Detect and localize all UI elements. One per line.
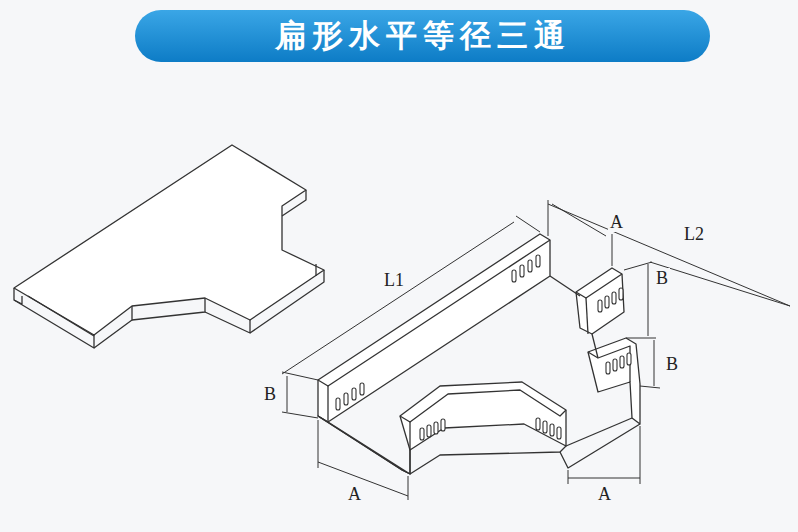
title-banner bbox=[135, 10, 710, 62]
slot-hole bbox=[612, 292, 616, 304]
dimension-label: A bbox=[596, 484, 613, 504]
dimension-label: A bbox=[346, 484, 363, 504]
slot-hole bbox=[536, 255, 540, 267]
slot-hole bbox=[512, 270, 516, 282]
slot-hole bbox=[605, 296, 609, 308]
slot-hole bbox=[441, 419, 445, 431]
slot-hole bbox=[606, 362, 610, 374]
slot-holes bbox=[336, 255, 631, 440]
slot-hole bbox=[627, 353, 631, 365]
slot-hole bbox=[543, 421, 547, 433]
slot-hole bbox=[352, 388, 356, 400]
slot-hole bbox=[360, 383, 364, 395]
dimension-label: B bbox=[664, 354, 680, 374]
slot-hole bbox=[336, 398, 340, 410]
slot-hole bbox=[598, 300, 602, 312]
slot-hole bbox=[536, 418, 540, 430]
slot-hole bbox=[420, 428, 424, 440]
dimension-label: L2 bbox=[682, 224, 706, 244]
dimension-label: B bbox=[654, 268, 670, 288]
slot-hole bbox=[613, 359, 617, 371]
dimension-label: L1 bbox=[382, 270, 406, 290]
slot-hole bbox=[427, 425, 431, 437]
dimension-lines bbox=[282, 200, 790, 500]
slot-hole bbox=[520, 265, 524, 277]
slot-hole bbox=[619, 288, 623, 300]
slot-hole bbox=[344, 393, 348, 405]
slot-hole bbox=[434, 422, 438, 434]
cover-drawing bbox=[14, 145, 324, 348]
title: 扁形水平等径三通 bbox=[135, 10, 710, 62]
tray-drawing bbox=[318, 234, 640, 474]
slot-hole bbox=[620, 356, 624, 368]
slot-hole bbox=[528, 260, 532, 272]
slot-hole bbox=[550, 424, 554, 436]
slot-hole bbox=[557, 427, 561, 439]
dimension-label: A bbox=[608, 212, 625, 232]
dimension-label: B bbox=[262, 384, 278, 404]
